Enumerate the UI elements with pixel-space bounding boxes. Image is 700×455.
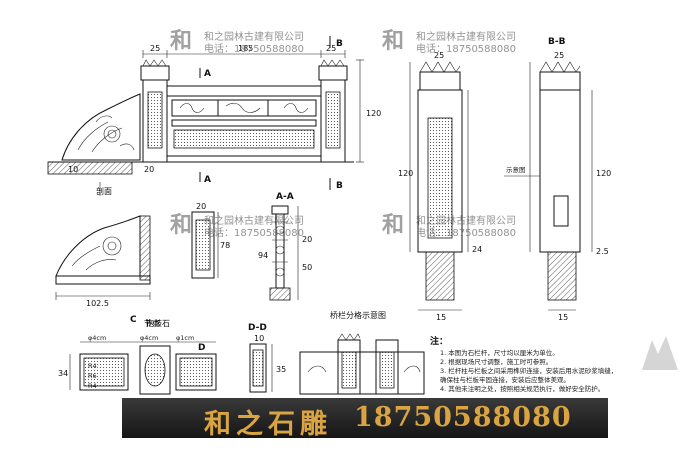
watermark-3: 和 和之园林古建有限公司 电话：18750588080 bbox=[170, 212, 304, 239]
dim-dd-10: 10 bbox=[254, 334, 264, 343]
section-dd bbox=[249, 343, 273, 393]
caption-joint: 节点 bbox=[144, 319, 160, 328]
drum-detail bbox=[55, 215, 151, 300]
watermark-phone: 电话：18750588080 bbox=[416, 42, 516, 55]
section-bb bbox=[504, 61, 593, 311]
dim-post-24: 24 bbox=[472, 245, 482, 254]
phi-2: φ4cm bbox=[140, 334, 158, 342]
marker-c: C bbox=[130, 315, 137, 325]
watermark-logo: 和 bbox=[170, 28, 192, 54]
caption-elevation: 剖面 bbox=[96, 186, 112, 196]
watermark-name: 和之园林古建有限公司 bbox=[204, 30, 304, 43]
post-section-small bbox=[191, 211, 219, 279]
dim-top-185: 185 bbox=[238, 44, 253, 53]
notes-title: 注： bbox=[430, 335, 448, 347]
dim-dd-35: 35 bbox=[276, 365, 286, 374]
dim-bb-2-5: 2.5 bbox=[596, 247, 609, 256]
dim-post-78: 78 bbox=[220, 241, 230, 250]
note-line-3: 3. 栏杆柱与栏板之间采用榫卯连接，安装后用水泥砂浆填缝， bbox=[440, 366, 617, 375]
main-elevation bbox=[47, 36, 364, 196]
watermark-2: 和 和之园林古建有限公司 电话：18750588080 bbox=[382, 28, 516, 55]
caption-detail: 抱鼓石 bbox=[146, 318, 170, 328]
phi-1: φ4cm bbox=[88, 334, 106, 342]
dim-bottom-10: 10 bbox=[68, 165, 78, 174]
section-aa bbox=[269, 205, 299, 301]
watermark-phone: 电话：18750588080 bbox=[204, 226, 304, 239]
section-aa-title: A-A bbox=[276, 192, 294, 202]
dim-top-25: 25 bbox=[150, 44, 160, 53]
dim-aa-50: 50 bbox=[302, 263, 312, 272]
marker-b-bottom: B bbox=[336, 181, 343, 191]
dim-right-120: 120 bbox=[366, 109, 381, 118]
marker-a-bottom: A bbox=[204, 175, 211, 185]
note-line-2: 2. 根据现场尺寸调整，施工时可参照。 bbox=[440, 357, 552, 366]
watermark-name: 和之园林古建有限公司 bbox=[416, 30, 516, 43]
marker-a-top: A bbox=[204, 69, 211, 79]
watermark-logo: 和 bbox=[382, 212, 404, 238]
watermark-name: 和之园林古建有限公司 bbox=[204, 214, 304, 227]
dim-aa-20: 20 bbox=[302, 235, 312, 244]
joint-detail bbox=[69, 341, 217, 395]
watermark-logo: 和 bbox=[170, 212, 192, 238]
dim-bb-120: 120 bbox=[596, 169, 611, 178]
bb-ribbon-label: 示意图 bbox=[506, 165, 526, 174]
dim-bottom-20: 20 bbox=[144, 165, 154, 174]
dim-bottom-102-5: 102.5 bbox=[86, 299, 109, 308]
watermark-4: 和 和之园林古建有限公司 电话：18750588080 bbox=[382, 212, 516, 239]
note-line-1: 1. 本图为石栏杆，尺寸均以厘米为单位。 bbox=[440, 348, 559, 357]
corner-logo-icon bbox=[642, 336, 678, 370]
watermark-phone: 电话：18750588080 bbox=[204, 42, 304, 55]
dim-top-25b: 25 bbox=[326, 44, 336, 53]
caption-bridge: 桥栏分格示意图 bbox=[330, 310, 386, 320]
r-label-1: R4 bbox=[88, 362, 97, 370]
watermark-logo: 和 bbox=[382, 28, 404, 54]
dim-joint-34: 34 bbox=[58, 369, 68, 378]
watermark-1: 和 和之园林古建有限公司 电话：18750588080 bbox=[170, 28, 304, 55]
banner-brand: 和之石雕 bbox=[204, 409, 332, 440]
watermark-phone: 电话：18750588080 bbox=[416, 226, 516, 239]
watermark-name: 和之园林古建有限公司 bbox=[416, 214, 516, 227]
bridge-rail-layout bbox=[299, 333, 425, 395]
section-bb-title: B-B bbox=[548, 37, 566, 47]
dim-post-20: 20 bbox=[196, 202, 206, 211]
banner-phone: 18750588080 bbox=[354, 402, 572, 433]
dim-post-25: 25 bbox=[434, 51, 444, 60]
note-line-4: 确保柱与栏板牢固连接，安装后应整体美观。 bbox=[440, 375, 570, 384]
dim-post-15: 15 bbox=[436, 313, 446, 322]
notes-block: 注： 1. 本图为石栏杆，尺寸均以厘米为单位。 2. 根据现场尺寸调整，施工时可… bbox=[430, 335, 617, 393]
post-elevation bbox=[409, 61, 469, 311]
phi-3: φ1cm bbox=[176, 334, 194, 342]
r-label-3: R4 bbox=[88, 382, 97, 390]
marker-d-joint: D bbox=[198, 343, 205, 353]
dim-bb-15: 15 bbox=[558, 313, 568, 322]
marker-b-top: B bbox=[336, 39, 343, 49]
r-label-2: R6 bbox=[88, 372, 97, 380]
dim-post-120: 120 bbox=[398, 169, 413, 178]
dim-bb-25: 25 bbox=[554, 51, 564, 60]
contact-banner: 和之石雕 18750588080 bbox=[122, 398, 608, 440]
note-line-5: 4. 其他未注明之处，按照相关规范执行，做好安全防护。 bbox=[440, 384, 604, 393]
section-dd-title: D-D bbox=[248, 323, 267, 333]
dim-aa-94: 94 bbox=[258, 251, 268, 260]
